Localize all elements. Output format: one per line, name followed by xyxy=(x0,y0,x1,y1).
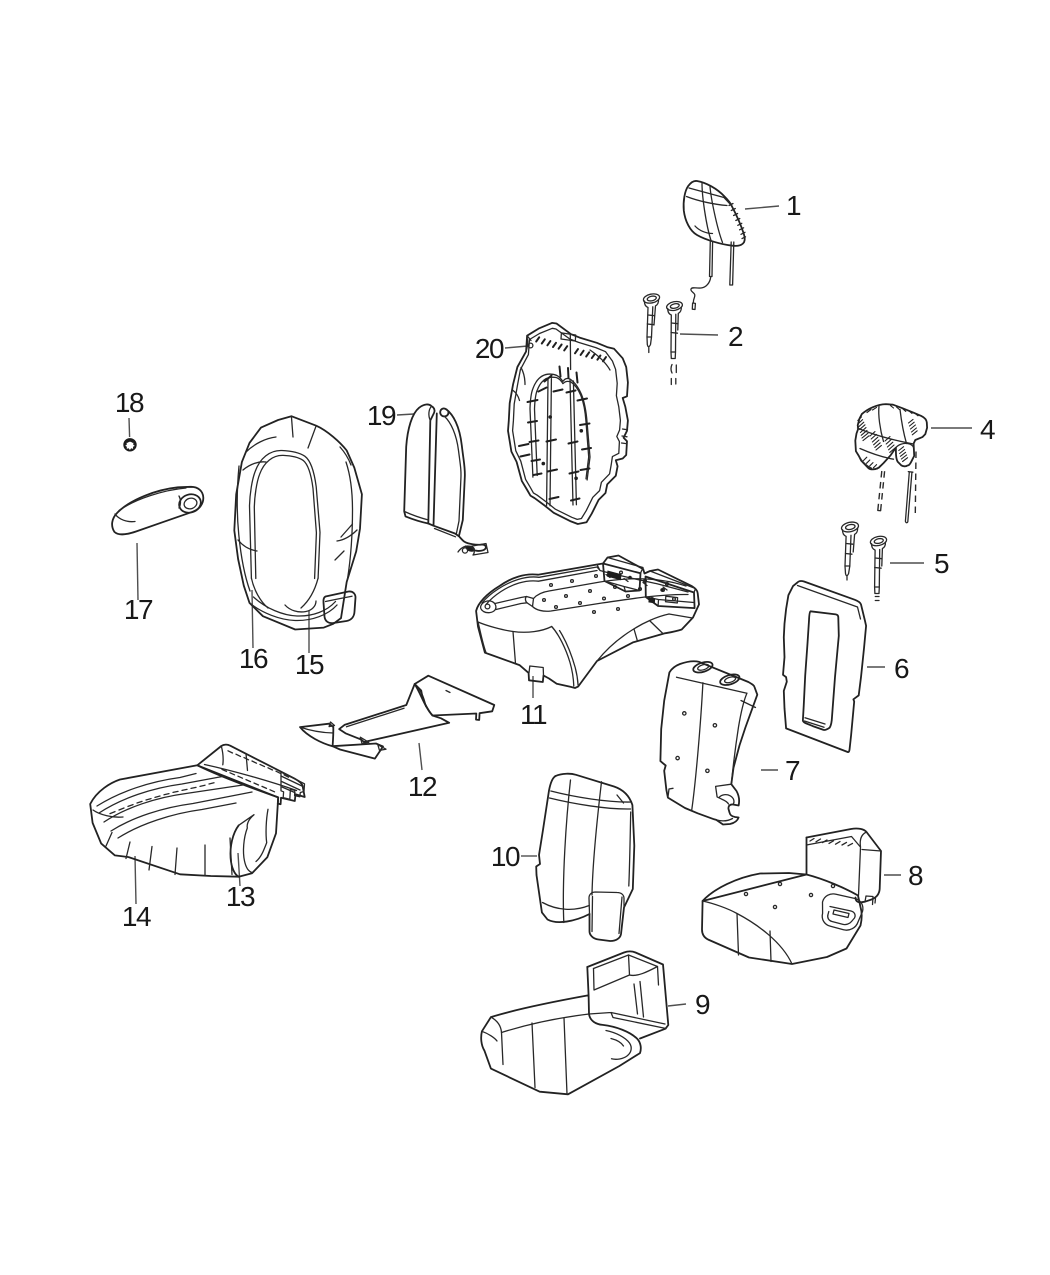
svg-text:18: 18 xyxy=(115,387,144,418)
svg-text:15: 15 xyxy=(295,649,324,680)
svg-text:13: 13 xyxy=(226,881,255,912)
svg-text:2: 2 xyxy=(728,321,743,352)
svg-text:5: 5 xyxy=(934,548,949,579)
svg-text:20: 20 xyxy=(475,333,504,364)
svg-text:4: 4 xyxy=(980,414,995,445)
svg-text:19: 19 xyxy=(367,400,396,431)
svg-text:10: 10 xyxy=(491,841,520,872)
svg-text:7: 7 xyxy=(785,755,800,786)
svg-text:1: 1 xyxy=(786,190,801,221)
svg-text:8: 8 xyxy=(908,860,923,891)
svg-text:9: 9 xyxy=(695,989,710,1020)
svg-text:11: 11 xyxy=(520,699,547,730)
svg-text:6: 6 xyxy=(894,653,909,684)
svg-text:14: 14 xyxy=(122,901,151,932)
svg-text:17: 17 xyxy=(124,594,153,625)
svg-text:16: 16 xyxy=(239,643,268,674)
svg-text:12: 12 xyxy=(408,771,437,802)
